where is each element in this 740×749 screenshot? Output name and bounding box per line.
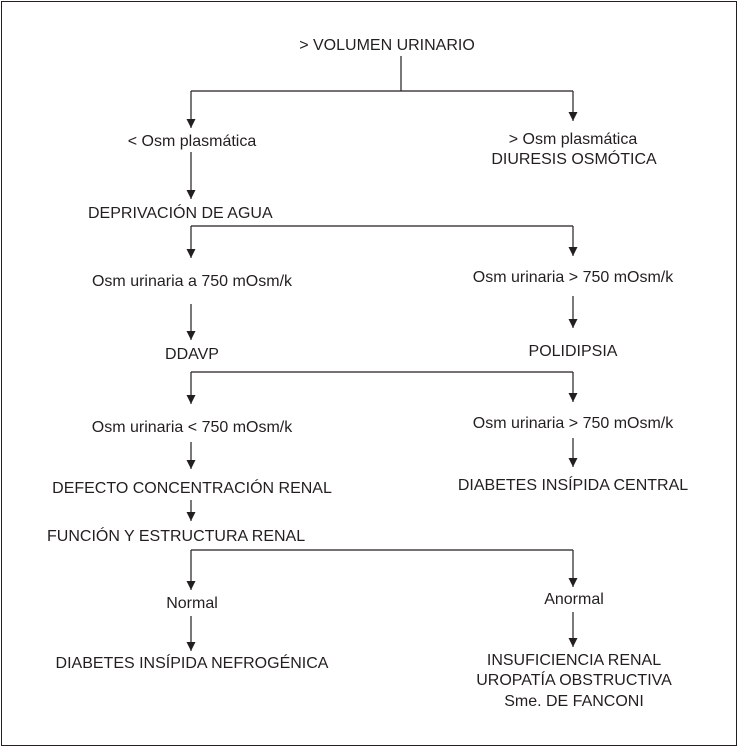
osm-urinaria-lt750-node: Osm urinaria < 750 mOsm/k — [91, 419, 293, 436]
insuficiencia-renal-node: INSUFICIENCIA RENAL — [486, 652, 662, 669]
fanconi-node: Sme. DE FANCONI — [504, 693, 644, 710]
polidipsia-node: POLIDIPSIA — [528, 343, 618, 360]
funcion-estructura-node: FUNCIÓN Y ESTRUCTURA RENAL — [47, 528, 306, 545]
osm-urinaria-gt750-node-2: Osm urinaria > 750 mOsm/k — [472, 415, 674, 432]
osm-plasm-low-node: < Osm plasmática — [127, 133, 257, 150]
defecto-concentracion-node: DEFECTO CONCENTRACIÓN RENAL — [52, 480, 332, 497]
uropatia-obstructiva-node: UROPATÍA OBSTRUCTIVA — [476, 672, 672, 689]
root-node: > VOLUMEN URINARIO — [299, 37, 475, 54]
ddavp-node: DDAVP — [165, 346, 219, 363]
diuresis-node: DIURESIS OSMÓTICA — [491, 151, 657, 168]
osm-plasm-high-node: > Osm plasmática — [508, 131, 638, 148]
anormal-node: Anormal — [544, 591, 604, 608]
di-central-node: DIABETES INSÍPIDA CENTRAL — [457, 477, 689, 494]
normal-node: Normal — [166, 595, 218, 612]
deprivacion-node: DEPRIVACIÓN DE AGUA — [88, 205, 273, 222]
osm-urinaria-gt750-node-1: Osm urinaria > 750 mOsm/k — [472, 269, 674, 286]
osm-urinaria-a750-node: Osm urinaria a 750 mOsm/k — [91, 273, 293, 290]
di-nefrogenica-node: DIABETES INSÍPIDA NEFROGÉNICA — [55, 655, 329, 672]
